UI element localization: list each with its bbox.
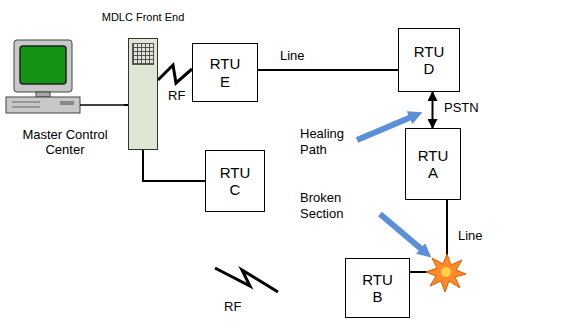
rtu-box: RTU D (398, 28, 460, 92)
connector-label: RF (166, 88, 187, 104)
pointer-arrow (380, 214, 426, 253)
computer-icon (6, 40, 124, 113)
monitor-screen (20, 46, 66, 84)
monitor-stand (36, 92, 50, 97)
annotation-label: Broken Section (298, 190, 345, 223)
link-line (410, 200, 447, 272)
link-line (143, 150, 205, 181)
workstation-node: Master Control Center (6, 36, 124, 158)
radio-link (215, 268, 278, 292)
front-end-device: MDLC Front End (128, 38, 158, 150)
device-vent (132, 43, 154, 65)
link-line (158, 65, 192, 83)
connector-label: Line (456, 228, 485, 244)
node-text: RTU E (210, 55, 241, 90)
node-text: RTU B (362, 271, 393, 306)
node-text: Master Control Center (13, 127, 117, 158)
break-burst (426, 254, 466, 292)
node-text: RTU C (220, 164, 251, 199)
drive-bay (60, 101, 74, 105)
connector-label: Line (278, 48, 307, 64)
double-arrow (432, 92, 434, 128)
system-unit (6, 97, 80, 113)
rtu-box: RTU B (345, 258, 410, 318)
rtu-box: RTU A (405, 128, 461, 200)
link-line (258, 69, 398, 71)
burst-core (441, 267, 451, 277)
node-text: RTU A (418, 147, 449, 182)
rtu-box: RTU C (205, 150, 265, 212)
node-text: RTU D (414, 43, 445, 78)
drive-slot (12, 102, 40, 103)
rtu-box: RTU E (192, 43, 258, 102)
annotation-label: Healing Path (298, 126, 346, 159)
node-text: MDLC Front End (102, 11, 185, 23)
annotation-label: RF (222, 299, 243, 315)
connector-label: PSTN (442, 100, 481, 116)
monitor-case (14, 40, 72, 92)
cable (80, 104, 124, 106)
drive-slot (12, 107, 40, 108)
